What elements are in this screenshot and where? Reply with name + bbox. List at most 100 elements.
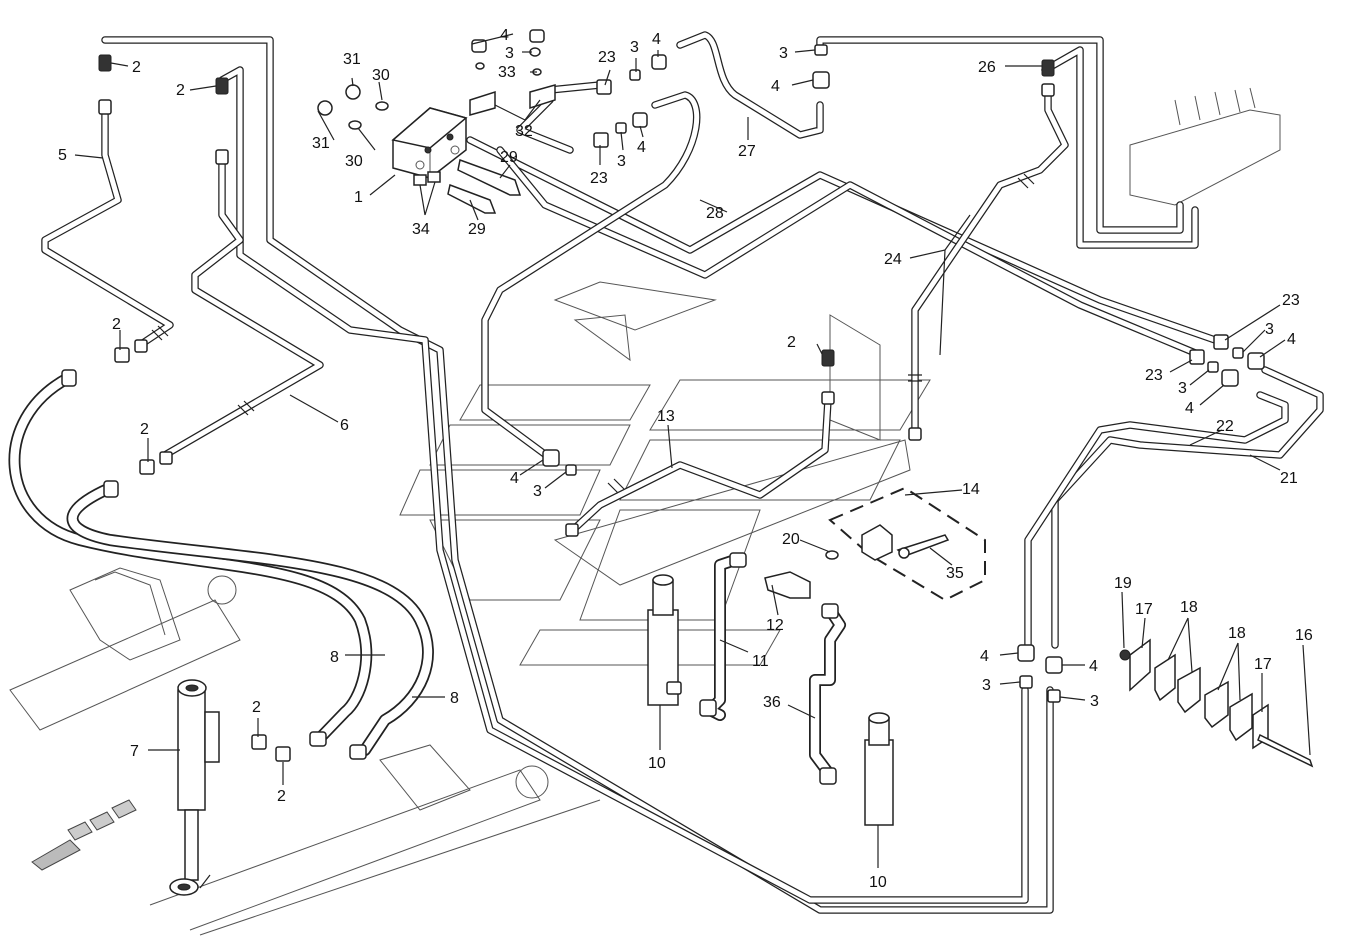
pipes-24-28 [481,31,1069,462]
callout-23: 23 [598,49,616,66]
callout-4: 4 [510,470,519,487]
fitting-2-left-a [114,347,130,363]
tee-12 [764,571,811,599]
step-right-2 [619,439,901,501]
callout-32: 32 [515,123,533,140]
callout-4: 4 [980,648,989,665]
ring-3g [565,464,577,476]
callout-36: 36 [763,694,781,711]
hose-end-a [61,369,77,387]
step-1 [459,384,651,421]
callout-11: 11 [752,653,769,670]
fitting-6-end [159,451,173,465]
nut-4h [542,449,560,467]
callout-3: 3 [1178,380,1187,397]
cylinder-7-valve [204,711,220,763]
callout-3: 3 [779,45,788,62]
callout-2: 2 [112,316,121,333]
step-3 [399,469,601,516]
callout-2: 2 [277,788,286,805]
hydraulic-block-1 [317,29,556,214]
direction-arrow-head [31,839,81,871]
fitting-23a [596,79,612,95]
pipe-13-group [571,396,832,532]
frame-edge-lower [199,799,601,936]
cylinder-7-top-bore [185,684,199,692]
block-port-1 [424,146,432,154]
hose-end-b [103,480,119,498]
callout-19: 19 [1114,575,1132,592]
step-bottom [519,629,781,666]
plate-17a [1129,638,1151,692]
direction-arrow-seg-2 [89,811,115,831]
pipe-return-inner [218,66,1029,904]
callout-2: 2 [252,699,261,716]
fitting-24-top [1041,83,1055,97]
step-right-1 [649,379,931,431]
valve-14-frame [828,486,986,602]
callout-30: 30 [372,67,390,84]
callout-27: 27 [738,143,756,160]
callout-33: 33 [498,64,516,81]
callout-4: 4 [1287,331,1296,348]
callout-3: 3 [1090,693,1099,710]
clamp-18d [1229,692,1253,742]
fittings [61,44,1265,785]
callout-31: 31 [343,51,361,68]
ring-3i [1047,689,1061,703]
hose-36-bottom-end [819,767,837,785]
ring-3b [629,69,641,81]
fitting-2-cyl-a [251,734,267,750]
frame-beam-lower [149,769,541,931]
fitting-2-top-left [98,54,112,72]
block-plug-34a [413,174,427,186]
ring-3f [1207,361,1219,373]
callout-10: 10 [869,874,887,891]
callout-3: 3 [1265,321,1274,338]
callout-4: 4 [652,31,661,48]
callout-21: 21 [1280,470,1298,487]
nut-4e [812,71,830,89]
clamp-18b [1177,666,1201,714]
ring-3d [814,44,828,56]
fitting-2-left-b [139,459,155,475]
valve-14-body [861,524,893,561]
block-plug-34b [427,171,441,183]
cylinder-10b-cap [868,712,890,724]
callout-3: 3 [505,45,514,62]
break-24a [1017,173,1035,189]
callout-22: 22 [1216,418,1234,435]
tee-32b [529,84,556,110]
callout-26: 26 [978,59,996,76]
tee-32a [469,90,496,116]
direction-arrow-seg-3 [111,799,137,819]
clamp-18a [1154,653,1176,702]
pipe-27 [676,31,824,139]
frame-pivot-upper [207,575,237,605]
cylinder-7-bottom-bore [177,883,191,891]
control-valve-block [1129,109,1281,206]
lever-35-pivot [898,547,910,559]
callout-3: 3 [617,153,626,170]
nut-4c [651,54,667,70]
ring-3h [1019,675,1033,689]
hoses-8 [8,372,434,756]
frame-pivot-lower [515,765,549,799]
callout-4: 4 [637,139,646,156]
callout-4: 4 [1185,400,1194,417]
pipe-5-6 [41,111,324,459]
clamp-18c [1204,680,1229,729]
frame-beam-upper [9,599,241,731]
pipes-21-22 [1024,366,1324,649]
nut-4i [1017,644,1035,662]
cylinder-10a-port [666,681,682,695]
callouts: 2 2 5 2 2 6 7 2 2 8 8 1 31 31 30 30 34 2… [58,27,1313,891]
callout-10: 10 [648,755,666,772]
valve-14 [825,486,986,602]
frame-bracket-detail [94,571,166,636]
fitting-5-end [134,339,148,353]
callout-17: 17 [1135,601,1153,618]
cylinders [169,574,894,896]
fitting-2-top [215,77,229,95]
